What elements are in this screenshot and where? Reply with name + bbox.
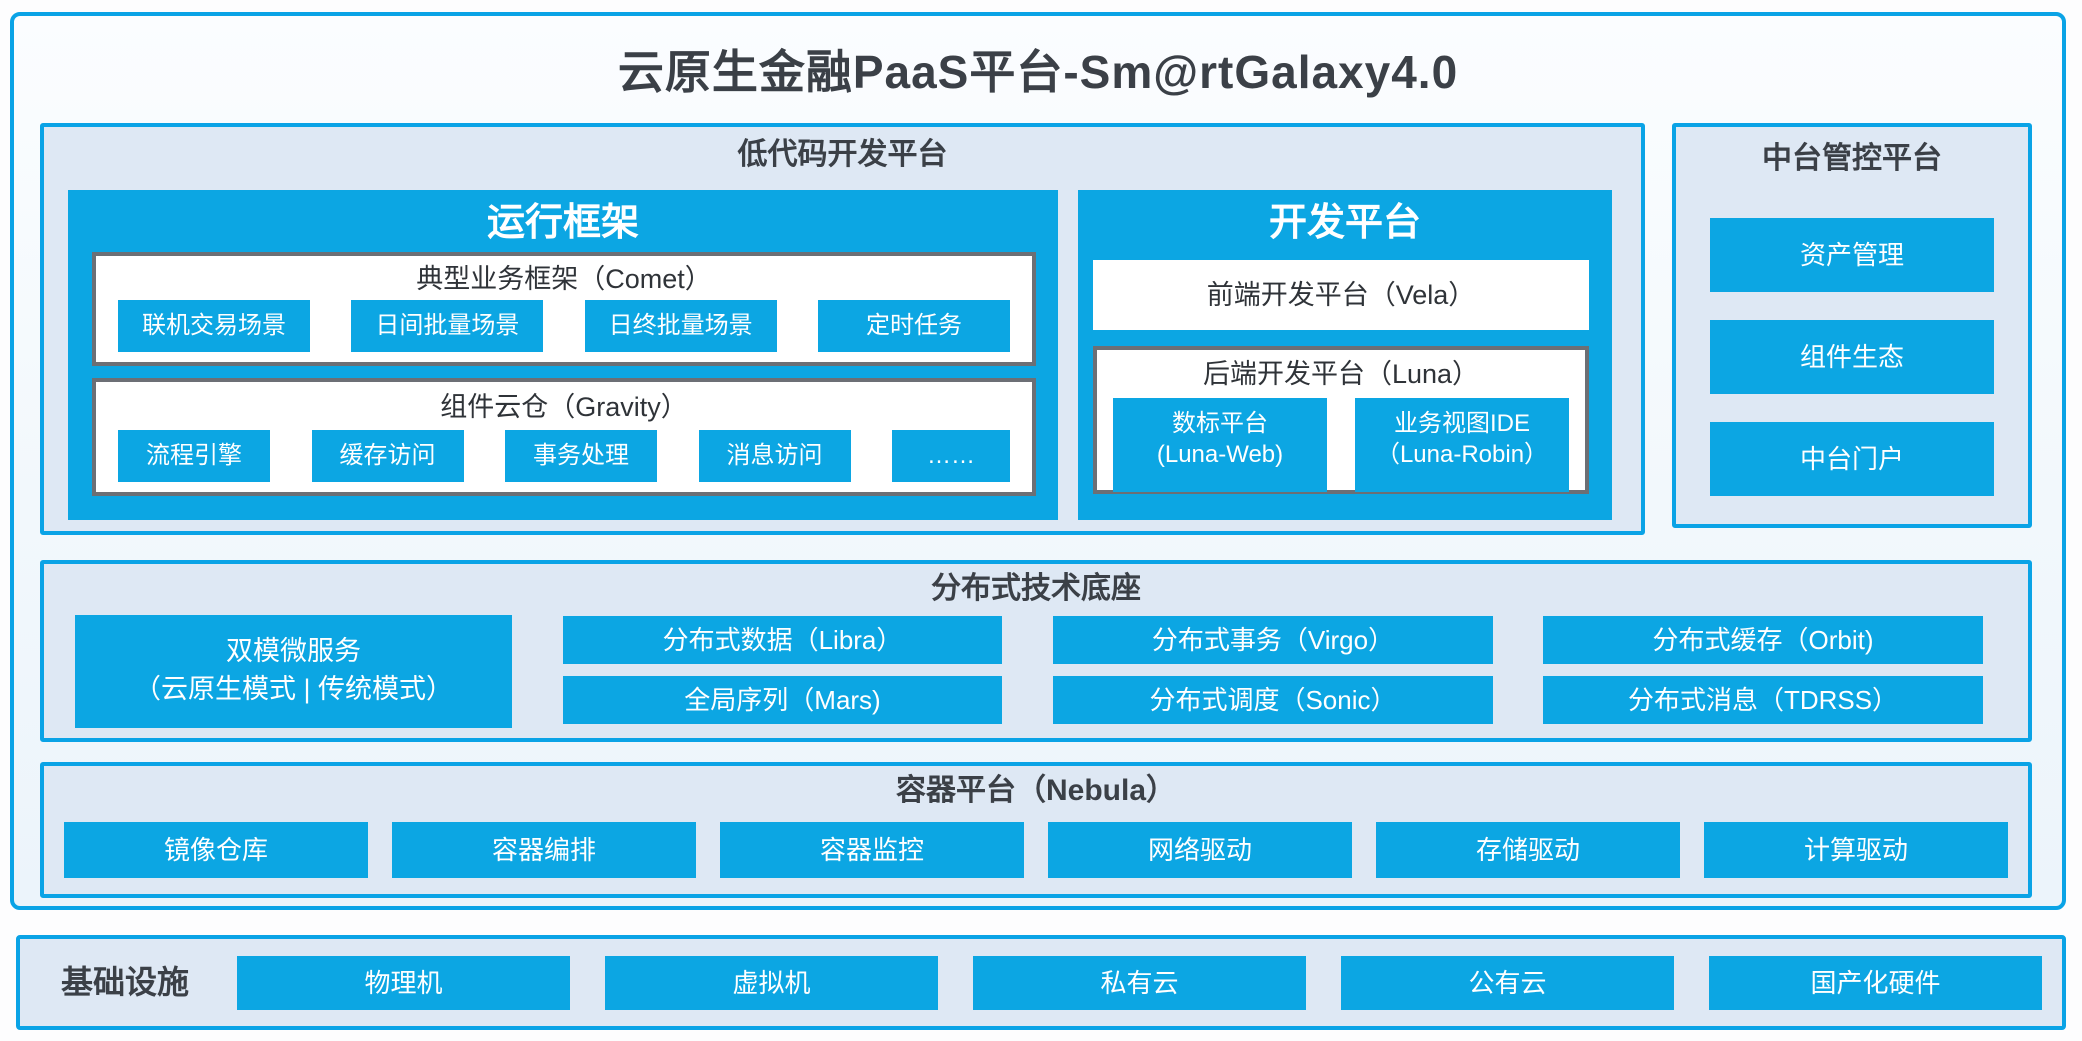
gravity-buttons-row: 流程引擎 缓存访问 事务处理 消息访问 …… [96, 430, 1032, 482]
luna-backend-title: 后端开发平台（Luna） [1202, 359, 1480, 389]
tile-luna-robin: 业务视图IDE （Luna-Robin） [1355, 398, 1569, 492]
tile-online-transaction: 联机交易场景 [118, 300, 310, 352]
tile-global-sequence-mars: 全局序列（Mars) [563, 676, 1002, 724]
tile-luna-web-line2: (Luna-Web) [1156, 441, 1284, 468]
tile-luna-robin-line1: 业务视图IDE [1393, 410, 1530, 437]
tile-luna-web: 数标平台 (Luna-Web) [1113, 398, 1327, 492]
tile-private-cloud: 私有云 [973, 956, 1306, 1010]
tile-storage-driver: 存储驱动 [1376, 822, 1680, 878]
container-platform-container: 容器平台（Nebula） 镜像仓库 容器编排 容器监控 网络驱动 存储驱动 计算… [40, 762, 2032, 898]
tile-dual-mode-line2: （云原生模式 | 传统模式） [133, 674, 454, 704]
tile-message-access: 消息访问 [698, 430, 851, 482]
tile-compute-driver: 计算驱动 [1704, 822, 2008, 878]
tile-dual-mode-line1: 双模微服务 [226, 636, 361, 666]
tile-distributed-scheduling-sonic: 分布式调度（Sonic） [1053, 676, 1493, 724]
comet-buttons-row: 联机交易场景 日间批量场景 日终批量场景 定时任务 [96, 300, 1032, 356]
runtime-framework-title: 运行框架 [486, 202, 639, 244]
tile-container-orchestration: 容器编排 [392, 822, 696, 878]
tile-luna-web-line1: 数标平台 [1172, 410, 1268, 437]
tile-physical-machine: 物理机 [237, 956, 570, 1010]
infrastructure-strip: 基础设施 物理机 虚拟机 私有云 公有云 国产化硬件 [16, 935, 2066, 1030]
infrastructure-label: 基础设施 [60, 964, 189, 1000]
tile-component-ecosystem: 组件生态 [1710, 320, 1994, 394]
tile-more-ellipsis: …… [892, 430, 1010, 482]
midplatform-container: 中台管控平台 资产管理 组件生态 中台门户 [1672, 123, 2032, 528]
tile-container-monitoring: 容器监控 [720, 822, 1024, 878]
comet-framework-panel: 典型业务框架（Comet） 联机交易场景 日间批量场景 日终批量场景 定时任务 [92, 252, 1036, 366]
tile-public-cloud: 公有云 [1341, 956, 1674, 1010]
gravity-warehouse-title: 组件云仓（Gravity） [440, 392, 688, 422]
comet-framework-title: 典型业务框架（Comet） [416, 264, 712, 294]
tile-scheduled-task: 定时任务 [817, 300, 1010, 352]
runtime-framework-panel: 运行框架 典型业务框架（Comet） 联机交易场景 日间批量场景 日终批量场景 … [68, 190, 1058, 520]
container-platform-title: 容器平台（Nebula） [895, 774, 1177, 807]
tile-domestic-hardware: 国产化硬件 [1709, 956, 2042, 1010]
tile-cache-access: 缓存访问 [311, 430, 464, 482]
tile-luna-robin-line2: （Luna-Robin） [1375, 441, 1549, 468]
distributed-base-title: 分布式技术底座 [931, 572, 1141, 605]
tile-distributed-cache-orbit: 分布式缓存（Orbit) [1543, 616, 1983, 664]
tile-image-registry: 镜像仓库 [64, 822, 368, 878]
gravity-warehouse-panel: 组件云仓（Gravity） 流程引擎 缓存访问 事务处理 消息访问 …… [92, 378, 1036, 496]
main-panel: 云原生金融PaaS平台-Sm@rtGalaxy4.0 低代码开发平台 运行框架 … [10, 12, 2066, 910]
tile-midplatform-portal: 中台门户 [1710, 422, 1994, 496]
tile-dual-mode-microservices: 双模微服务 （云原生模式 | 传统模式） [75, 615, 512, 728]
tile-endofday-batch: 日终批量场景 [584, 300, 777, 352]
lowcode-platform-container: 低代码开发平台 运行框架 典型业务框架（Comet） 联机交易场景 日间批量场景… [40, 123, 1645, 535]
tile-daytime-batch: 日间批量场景 [351, 300, 544, 352]
tile-process-engine: 流程引擎 [118, 430, 270, 482]
lowcode-platform-title: 低代码开发平台 [737, 138, 948, 171]
dev-platform-title: 开发平台 [1268, 202, 1421, 244]
vela-frontend-panel: 前端开发平台（Vela） [1093, 260, 1589, 330]
midplatform-title: 中台管控平台 [1762, 142, 1942, 175]
distributed-base-container: 分布式技术底座 双模微服务 （云原生模式 | 传统模式） 分布式数据（Libra… [40, 560, 2032, 742]
tile-distributed-data-libra: 分布式数据（Libra） [563, 616, 1002, 664]
tile-distributed-messaging-tdrss: 分布式消息（TDRSS） [1543, 676, 1983, 724]
infrastructure-buttons-row: 物理机 虚拟机 私有云 公有云 国产化硬件 [237, 956, 2042, 1010]
tile-transaction-processing: 事务处理 [505, 430, 657, 482]
container-platform-buttons-row: 镜像仓库 容器编排 容器监控 网络驱动 存储驱动 计算驱动 [44, 822, 2028, 878]
page-title: 云原生金融PaaS平台-Sm@rtGalaxy4.0 [617, 46, 1459, 98]
tile-virtual-machine: 虚拟机 [605, 956, 938, 1010]
tile-distributed-transaction-virgo: 分布式事务（Virgo） [1053, 616, 1493, 664]
dev-platform-panel: 开发平台 前端开发平台（Vela） 后端开发平台（Luna） 数标平台 (Lun… [1078, 190, 1612, 520]
luna-backend-panel: 后端开发平台（Luna） 数标平台 (Luna-Web) 业务视图IDE （Lu… [1093, 346, 1589, 494]
luna-buttons-row: 数标平台 (Luna-Web) 业务视图IDE （Luna-Robin） [1097, 398, 1585, 492]
tile-asset-management: 资产管理 [1710, 218, 1994, 292]
tile-network-driver: 网络驱动 [1048, 822, 1352, 878]
